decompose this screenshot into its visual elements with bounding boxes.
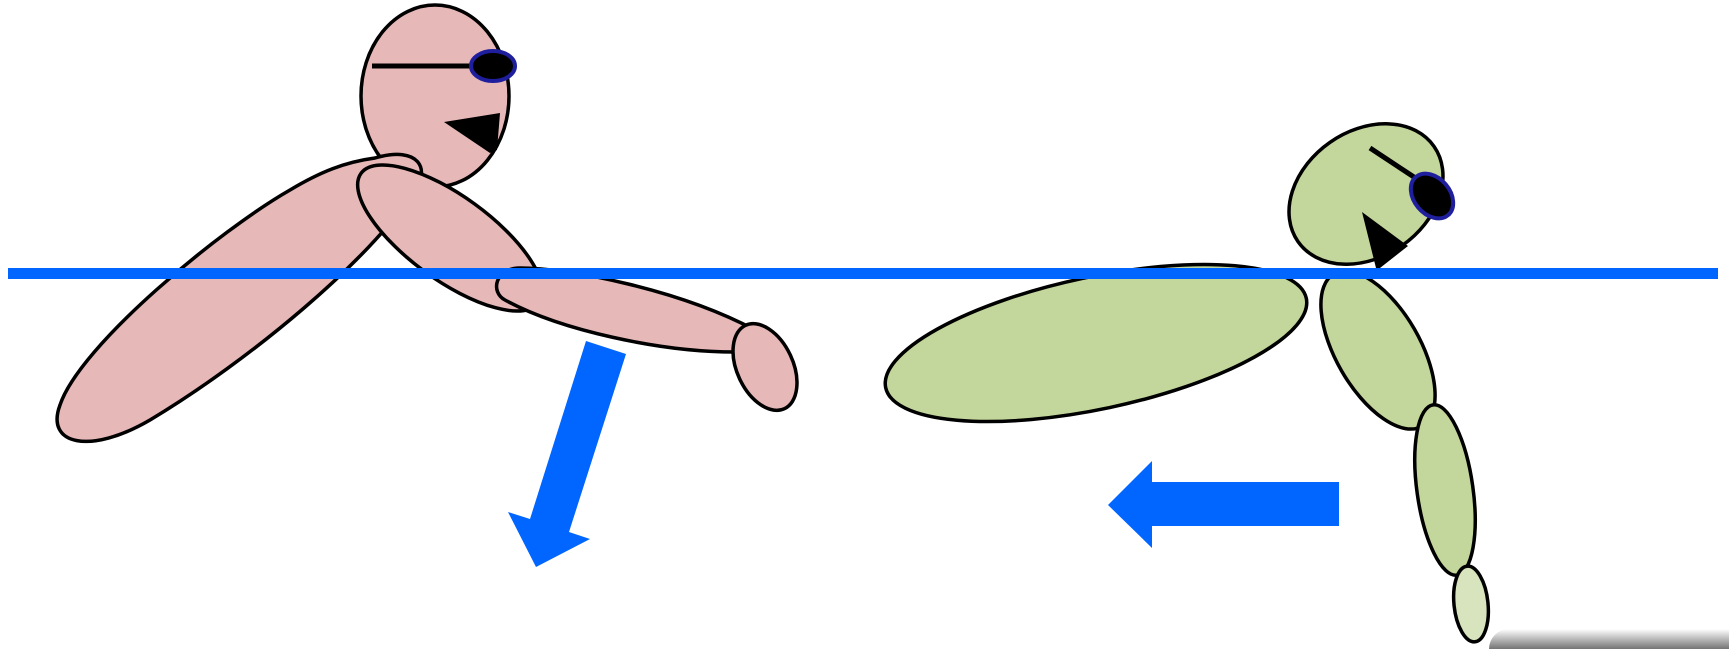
- corner-shadow: [1489, 629, 1729, 649]
- arrow-down-icon: [508, 341, 626, 567]
- left-forearm: [497, 268, 755, 352]
- water-line: [8, 268, 1718, 279]
- right-hand: [1450, 564, 1492, 643]
- right-swimmer: [872, 95, 1492, 644]
- left-goggle-icon: [471, 51, 515, 81]
- arrow-left-icon: [1108, 461, 1339, 548]
- left-swimmer: [57, 5, 810, 441]
- right-forearm: [1405, 401, 1484, 579]
- right-body: [872, 234, 1320, 453]
